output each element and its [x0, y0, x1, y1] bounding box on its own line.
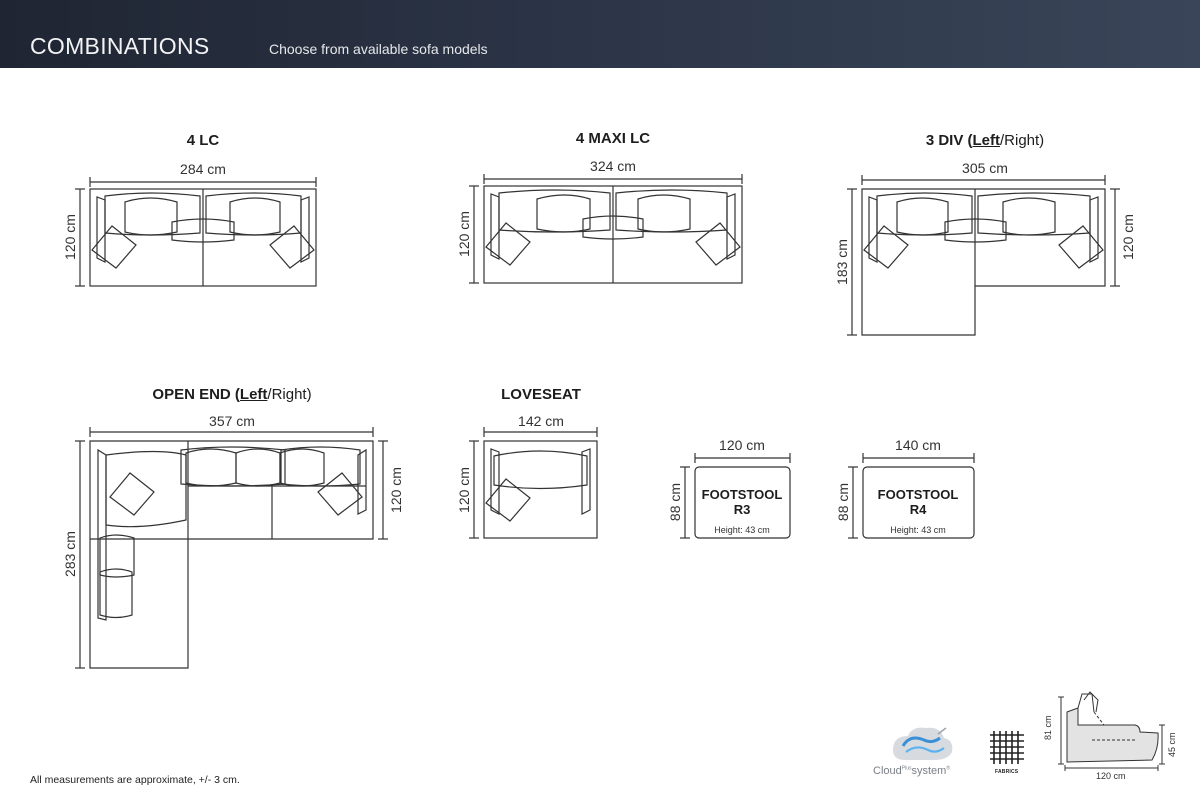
depth-right-label-openend: 120 cm [388, 467, 404, 513]
depth-right-label-3div: 120 cm [1120, 214, 1136, 260]
sofa-4lc-drawing [75, 177, 317, 287]
cloud-tm-text: ® [946, 765, 951, 772]
depth-left-label-openend: 283 cm [62, 531, 78, 577]
model-title-openend: OPEN END (Left/Right) [152, 386, 311, 403]
depth-label-loveseat: 120 cm [456, 467, 472, 513]
model-title-3div-right: /Right) [1000, 132, 1045, 149]
cloud-brand-text: Cloud [873, 765, 902, 777]
depth-label-4lc: 120 cm [62, 214, 78, 260]
model-title-openend-main: OPEN END ( [152, 386, 240, 403]
model-title-loveseat: LOVESEAT [501, 386, 581, 403]
depth-label-r3: 88 cm [667, 482, 683, 522]
model-title-openend-left: Left [239, 386, 268, 403]
footstool-r3-height: Height: 43 cm [714, 525, 770, 535]
loveseat-drawing [469, 427, 598, 539]
cloud-icon [893, 727, 953, 760]
width-label-loveseat: 142 cm [518, 413, 564, 429]
width-label-r3: 120 cm [719, 437, 765, 453]
footstool-r3-name: FOOTSTOOL [701, 487, 783, 502]
fabrics-label: FABRICS [995, 769, 1019, 775]
model-title-4lc: 4 LC [186, 132, 220, 149]
depth-label-4maxi: 120 cm [456, 211, 472, 257]
model-title-3div-main: 3 DIV ( [925, 132, 973, 149]
page-subtitle: Choose from available sofa models [269, 41, 488, 57]
measurement-note: All measurements are approximate, +/- 3 … [30, 774, 240, 786]
model-title-4maxi: 4 MAXI LC [575, 130, 651, 147]
model-title-3div-left: Left [972, 132, 1001, 149]
width-label-openend: 357 cm [209, 413, 255, 429]
width-label-r4: 140 cm [895, 437, 941, 453]
sofa-4maxi-drawing [469, 174, 743, 284]
cloud-system-text: system [911, 765, 947, 777]
sofa-openend-drawing [75, 427, 388, 669]
footstool-r3-drawing [680, 453, 791, 539]
footstool-r4-drawing [848, 453, 975, 539]
profile-seat-label: 45 cm [1167, 732, 1177, 757]
depth-label-r4: 88 cm [835, 482, 851, 522]
sofa-3div-drawing [847, 175, 1120, 336]
header-bar: COMBINATIONS Choose from available sofa … [0, 0, 1200, 68]
depth-left-label-3div: 183 cm [834, 239, 850, 285]
footstool-r3-code: R3 [733, 502, 751, 517]
footstool-r4-name: FOOTSTOOL [877, 487, 959, 502]
width-label-3div: 305 cm [962, 160, 1008, 176]
sofa-profile-icon [1058, 691, 1165, 771]
cloud-system-logo: CloudPlussystem® [873, 765, 950, 777]
cloud-plus-text: Plus [901, 765, 912, 772]
width-label-4lc: 284 cm [180, 161, 226, 177]
profile-height-label: 81 cm [1043, 715, 1053, 740]
footstool-r4-height: Height: 43 cm [890, 525, 946, 535]
fabrics-icon [990, 731, 1024, 764]
footstool-r4-code: R4 [909, 502, 927, 517]
page-title: COMBINATIONS [30, 33, 210, 59]
model-title-3div: 3 DIV (Left/Right) [926, 132, 1044, 149]
model-title-openend-right: /Right) [267, 386, 312, 403]
width-label-4maxi: 324 cm [590, 158, 636, 174]
profile-depth-label: 120 cm [1096, 771, 1126, 781]
